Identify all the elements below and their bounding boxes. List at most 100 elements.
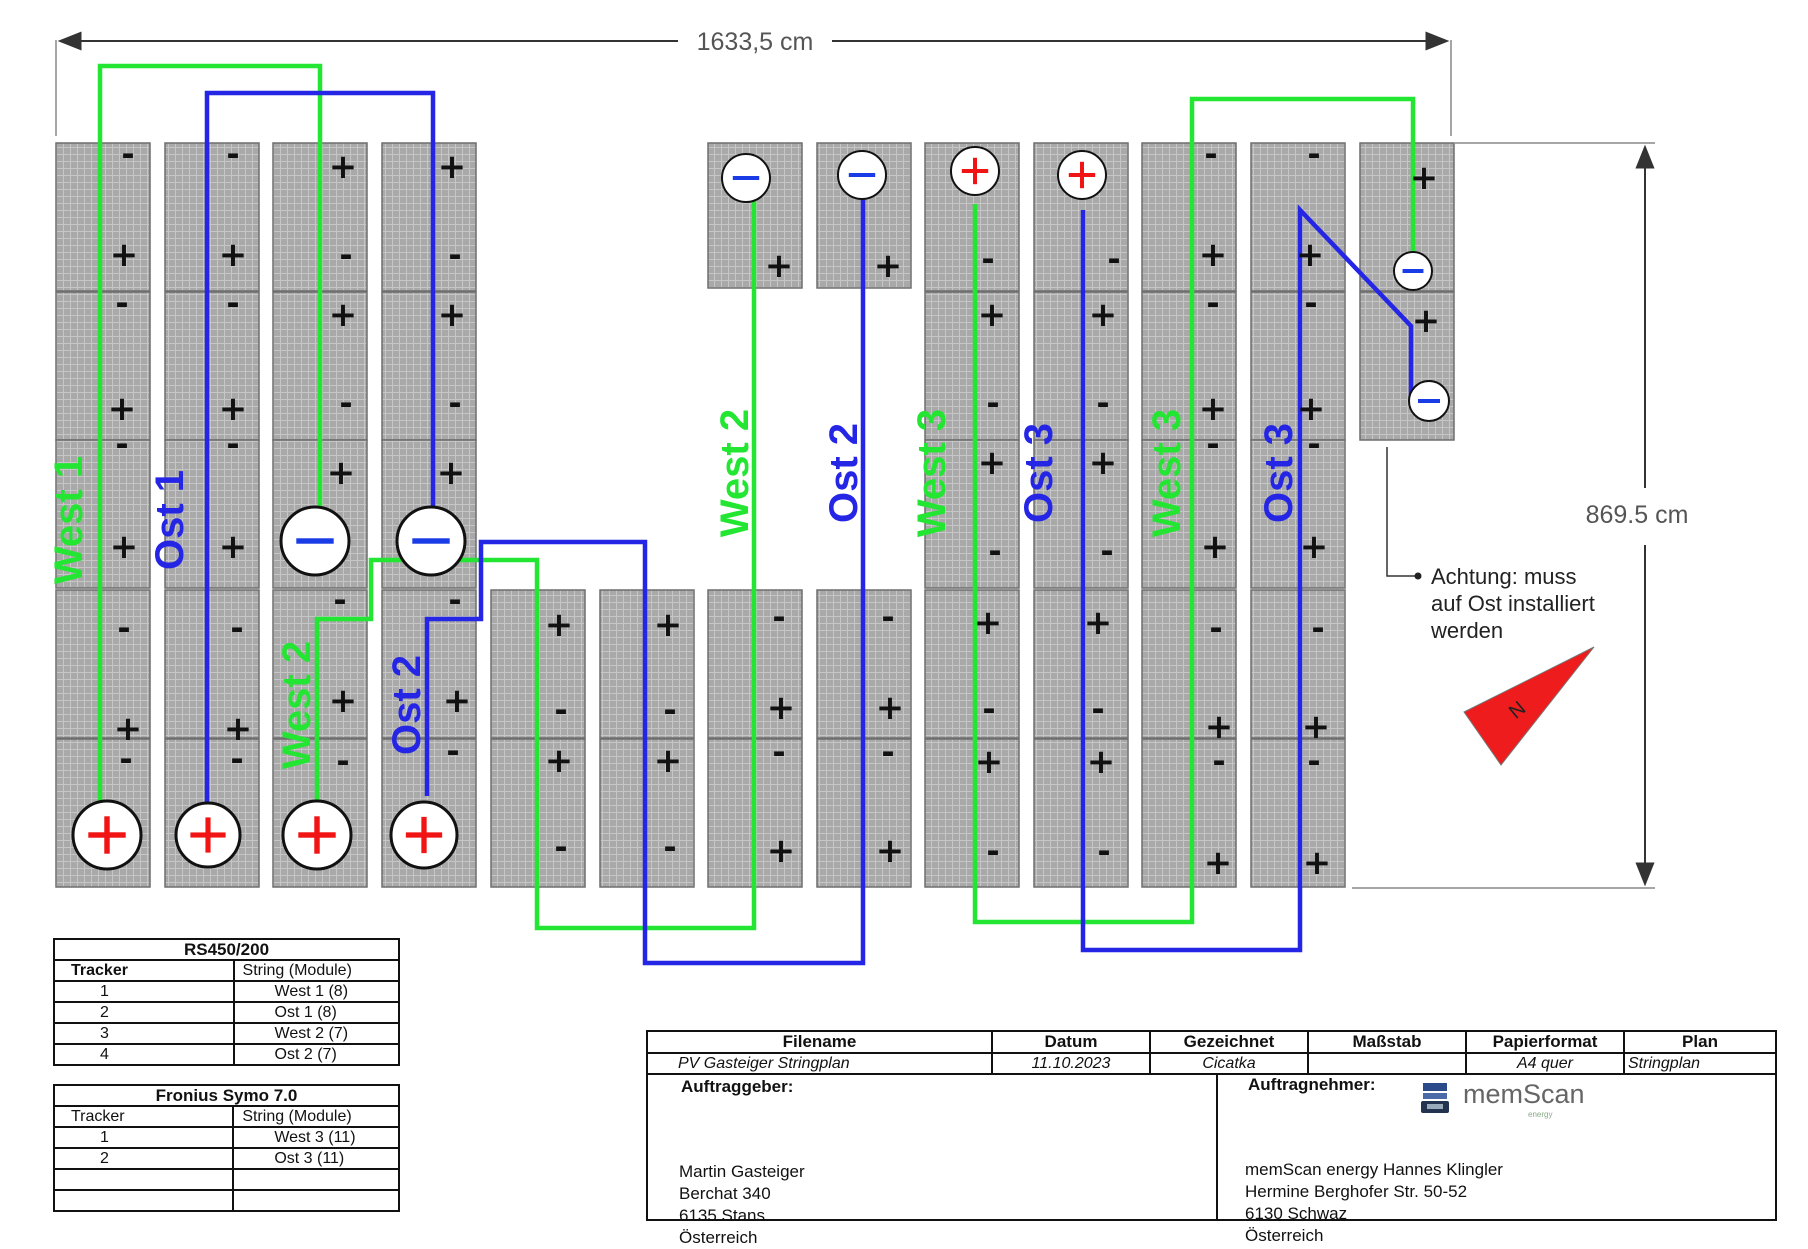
polarity-signs: -+-+-+-+--+-+-+-+-+-+-+-+-+-+-+-+-+-+-+-… (108, 135, 1441, 883)
minus-terminal-icon (279, 505, 351, 577)
minus-sign: - (448, 581, 461, 619)
string-label: West 2 (275, 641, 319, 769)
table-cell: 2 (52, 1147, 235, 1170)
pv-module (164, 589, 260, 739)
string-terminals (71, 146, 1450, 871)
plus-sign: + (1300, 527, 1329, 567)
plus-sign: + (654, 605, 683, 645)
client-line: 6135 Stans (679, 1206, 766, 1225)
width-dimension-label: 1633,5 cm (697, 28, 814, 56)
datum-value: 11.10.2023 (993, 1054, 1151, 1075)
client-line: Österreich (679, 1228, 758, 1247)
minus-sign: - (119, 740, 132, 778)
plus-sign: + (438, 295, 467, 335)
plus-sign: + (1204, 843, 1233, 883)
string-wire (424, 178, 866, 966)
plus-sign: + (114, 709, 143, 749)
pv-module (164, 439, 260, 589)
client-section: Auftraggeber: Martin Gasteiger Berchat 3… (648, 1075, 1218, 1247)
minus-sign: - (1204, 135, 1217, 173)
table-cell: 1 (52, 1126, 235, 1149)
plus-sign: + (219, 235, 248, 275)
plan-value: Stringplan (1625, 1054, 1775, 1075)
string-label: West 3 (1145, 409, 1189, 537)
plus-terminal-icon (950, 146, 1000, 196)
minus-sign: - (986, 832, 999, 870)
title-header-massstab: Maßstab (1309, 1032, 1467, 1054)
string-label: Ost 3 (1257, 423, 1301, 523)
title-header-gezeichnet: Gezeichnet (1151, 1032, 1309, 1054)
plus-sign: + (1199, 389, 1228, 429)
minus-sign: - (446, 732, 459, 770)
title-block: Filename Datum Gezeichnet Maßstab Papier… (646, 1030, 1777, 1247)
gezeichnet-value: Cicatka (1151, 1054, 1309, 1075)
minus-sign: - (663, 691, 676, 729)
pv-module (924, 738, 1020, 888)
installation-note: Achtung: muss auf Ost installiert werden (1386, 447, 1595, 643)
minus-sign: - (982, 690, 995, 728)
pv-module (381, 142, 477, 292)
plus-sign: + (975, 742, 1004, 782)
string-wire (204, 90, 436, 835)
plus-sign: + (1205, 707, 1234, 747)
minus-sign: - (336, 742, 349, 780)
note-line-3: werden (1430, 618, 1503, 643)
plus-terminal-icon (389, 800, 459, 870)
minus-sign: - (1096, 384, 1109, 422)
plus-sign: + (876, 688, 905, 728)
logo-subtext: energy (1528, 1110, 1553, 1119)
minus-sign: - (1097, 832, 1110, 870)
table-cell (52, 1168, 235, 1191)
note-line-1: Achtung: muss (1431, 564, 1577, 589)
minus-sign: - (554, 828, 567, 866)
pv-module (924, 291, 1020, 441)
minus-sign: - (230, 609, 243, 647)
client-line: Martin Gasteiger (679, 1162, 805, 1181)
plus-sign: + (765, 246, 794, 286)
table-header: String (Module) (232, 959, 401, 982)
plus-sign: + (978, 443, 1007, 483)
table-cell: West 2 (7) (232, 1022, 401, 1045)
plus-sign: + (876, 831, 905, 871)
pv-module (924, 589, 1020, 739)
plus-sign: + (545, 741, 574, 781)
plus-sign: + (108, 389, 137, 429)
plus-sign: + (219, 527, 248, 567)
table-header: Tracker (53, 959, 235, 982)
client-line: Berchat 340 (679, 1184, 771, 1203)
plus-sign: + (329, 681, 358, 721)
string-label: Ost 2 (385, 655, 429, 755)
table-row (52, 1168, 400, 1191)
plus-sign: + (110, 235, 139, 275)
minus-sign: - (988, 532, 1001, 570)
plus-sign: + (327, 453, 356, 493)
minus-sign: - (1304, 284, 1317, 322)
plus-sign: + (110, 527, 139, 567)
plus-sign: + (1089, 443, 1118, 483)
pv-module (55, 291, 151, 441)
minus-sign: - (117, 609, 130, 647)
plus-sign: + (767, 831, 796, 871)
table-cell: West 3 (11) (232, 1126, 400, 1149)
contractor-line: 6130 Schwaz (1245, 1204, 1348, 1223)
table-title: RS450/200 (53, 938, 400, 961)
minus-sign: - (881, 733, 894, 771)
title-header-papierformat: Papierformat (1467, 1032, 1625, 1054)
plus-sign: + (1201, 527, 1230, 567)
table-cell: Ost 2 (7) (232, 1043, 401, 1066)
plus-sign: + (874, 246, 903, 286)
minus-terminal-icon (721, 153, 771, 203)
string-label: West 2 (713, 409, 757, 537)
plus-sign: + (767, 688, 796, 728)
minus-sign: - (333, 581, 346, 619)
pv-module (1141, 589, 1237, 739)
table-row (52, 1189, 400, 1212)
plus-sign: + (545, 605, 574, 645)
string-label: Ost 2 (822, 423, 866, 523)
table-header: String (Module) (232, 1105, 400, 1128)
